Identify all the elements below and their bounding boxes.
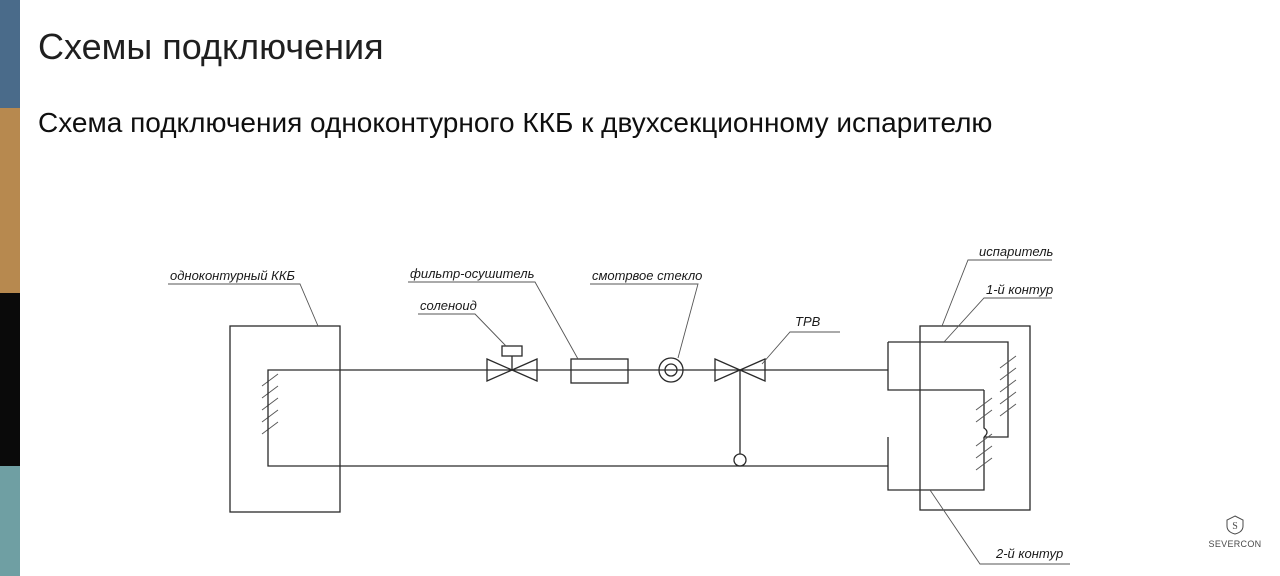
logo-text: SEVERCON <box>1208 539 1262 549</box>
label-trv: ТРВ <box>795 314 821 329</box>
wiring-diagram: одноконтурный ККБ фильтр-осушитель смотр… <box>150 240 1070 576</box>
slide-title: Схемы подключения <box>38 26 384 67</box>
filter-drier <box>570 358 629 384</box>
solenoid-valve <box>486 345 538 382</box>
label-circuit-2: 2-й контур <box>995 546 1063 561</box>
label-circuit-1: 1-й контур <box>986 282 1053 297</box>
sidebar-stripe-gold <box>0 108 20 293</box>
label-kkb: одноконтурный ККБ <box>170 268 295 283</box>
slide-subtitle: Схема подключения одноконтурного ККБ к д… <box>38 107 993 138</box>
label-sight-glass: смотрвое стекло <box>592 268 702 283</box>
severcon-logo: S SEVERCON <box>1204 514 1266 549</box>
svg-text:S: S <box>1232 521 1238 532</box>
refrigerant-lines <box>267 369 888 467</box>
evaporator <box>887 325 1031 511</box>
sidebar-stripe-blue <box>0 0 20 108</box>
sidebar-stripe-black <box>0 293 20 466</box>
sight-glass <box>658 357 684 383</box>
sidebar-stripe-teal <box>0 466 20 576</box>
severcon-emblem-icon: S <box>1226 515 1244 535</box>
label-filter-drier: фильтр-осушитель <box>410 266 535 281</box>
label-solenoid: соленоид <box>420 298 477 313</box>
trv-valve <box>714 358 766 467</box>
leader-lines <box>168 259 1070 565</box>
label-evaporator: испаритель <box>979 244 1054 259</box>
kkb-unit <box>229 325 341 513</box>
